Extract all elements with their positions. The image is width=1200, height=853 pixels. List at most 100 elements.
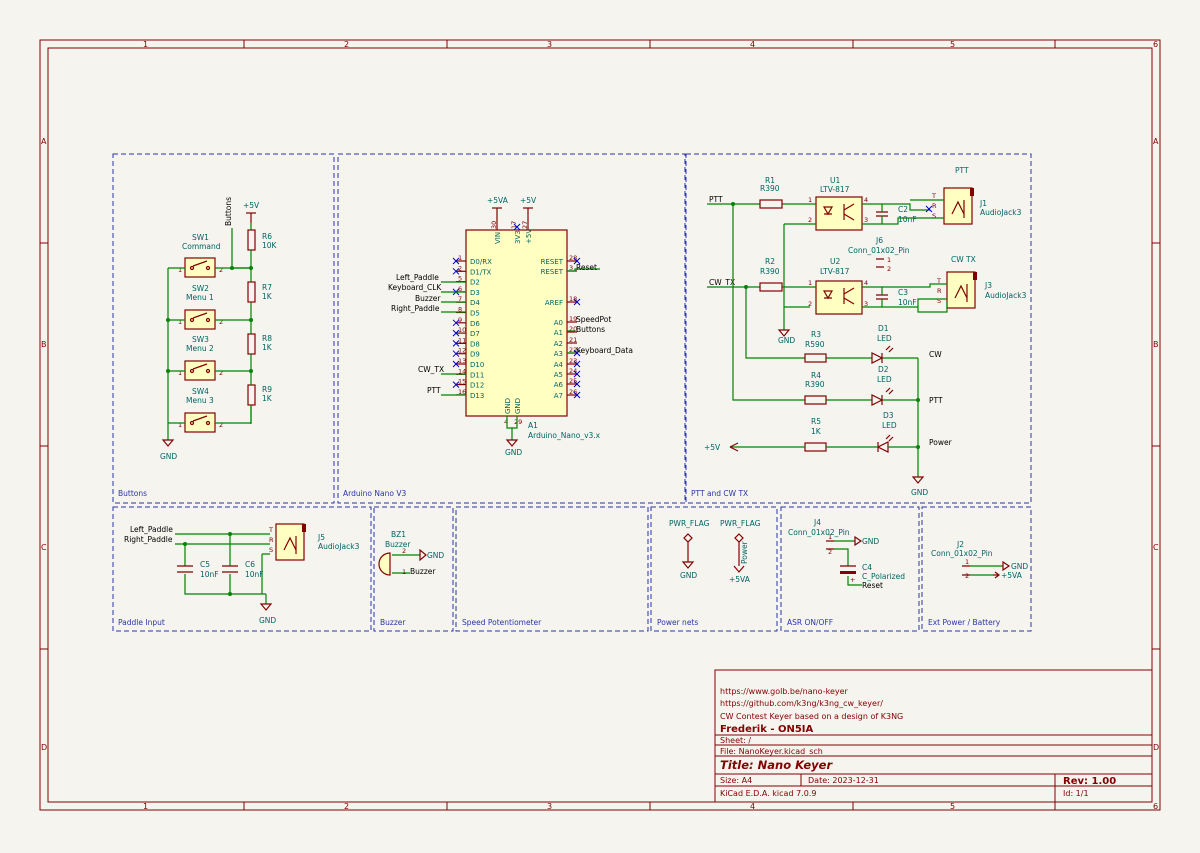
svg-text:Command: Command (182, 242, 221, 251)
arduino-pin-number: 4 (504, 418, 508, 426)
grid-row-d-right: D (1153, 743, 1159, 752)
arduino-pin-name: D3 (470, 289, 480, 297)
arduino-pin-name: A5 (554, 371, 563, 379)
svg-text:AudioJack3: AudioJack3 (318, 542, 360, 551)
arduino-pin-number: 16 (458, 388, 466, 396)
svg-text:R8: R8 (262, 334, 272, 343)
area-label-paddle: Paddle Input (118, 618, 165, 627)
svg-text:U1: U1 (830, 176, 840, 185)
arduino-pin-number: 29 (514, 418, 522, 426)
net-cw-tx: CW_TX (418, 365, 444, 374)
title-block: https://www.golb.be/nano-keyer https://g… (714, 669, 1153, 803)
svg-text:R: R (932, 202, 937, 210)
no-connect-mark (573, 298, 581, 306)
svg-text:2: 2 (219, 266, 223, 274)
area-boxes: Buttons Arduino Nano V3 PTT and CW TX Pa… (112, 153, 1032, 632)
svg-text:Menu 2: Menu 2 (186, 344, 214, 353)
svg-text:R4: R4 (811, 371, 821, 380)
resistor-r2 (759, 282, 783, 292)
svg-text:R390: R390 (760, 267, 780, 276)
arduino-pin-name: +5V (525, 229, 533, 244)
grid-col-4-bottom: 4 (750, 802, 755, 811)
svg-text:C5: C5 (200, 560, 210, 569)
svg-text:LED: LED (877, 375, 892, 384)
svg-text:1: 1 (178, 318, 182, 326)
svg-text:R2: R2 (765, 257, 775, 266)
area-buttons (112, 153, 335, 504)
jack-j3-title: CW TX (951, 255, 976, 264)
arduino-pin-name: D11 (470, 371, 484, 379)
power-5va-label: +5VA (729, 575, 751, 584)
svg-text:R5: R5 (811, 417, 821, 426)
grid-col-6-bottom: 6 (1153, 802, 1158, 811)
no-connect-mark (452, 257, 460, 265)
audio-jack-j3 (946, 271, 976, 309)
tb-id: Id: 1/1 (1063, 789, 1089, 798)
svg-text:J4: J4 (813, 518, 821, 527)
optocoupler-u2 (815, 280, 863, 315)
arduino-pin-number: 21 (569, 336, 577, 344)
arduino-pin-number: 30 (490, 221, 498, 229)
area-power (650, 506, 778, 632)
grid-row-c-right: C (1153, 543, 1159, 552)
svg-text:D3: D3 (883, 411, 894, 420)
paddle-section: Left_Paddle Right_Paddle C5 10nF C6 10nF… (124, 523, 360, 625)
area-ext (921, 506, 1032, 632)
arduino-ref: A1 (528, 421, 538, 430)
svg-text:C3: C3 (898, 288, 908, 297)
no-connect-mark (573, 391, 581, 399)
grid-col-3-bottom: 3 (547, 802, 552, 811)
svg-text:2: 2 (808, 300, 812, 308)
no-connect-mark (452, 329, 460, 337)
svg-text:J6: J6 (875, 236, 883, 245)
power-vlabel: Power (740, 540, 749, 564)
svg-text:T: T (268, 526, 273, 534)
arduino-pin-name: AREF (545, 299, 563, 307)
paddle-net-right: Right_Paddle (124, 535, 173, 544)
net-buzzer: Buzzer (415, 294, 441, 303)
tb-file: File: NanoKeyer.kicad_sch (720, 747, 823, 756)
area-label-power: Power nets (657, 618, 698, 627)
svg-text:3: 3 (864, 300, 868, 308)
net-keyboard-data: Keyboard_Data (576, 346, 633, 355)
tb-size: Size: A4 (720, 776, 752, 785)
svg-text:LED: LED (877, 334, 892, 343)
no-connect-mark (452, 360, 460, 368)
svg-text:Buzzer: Buzzer (385, 540, 411, 549)
svg-text:2: 2 (965, 572, 969, 580)
grid-col-2-top: 2 (344, 40, 349, 49)
arduino-pin-name: D10 (470, 361, 484, 369)
svg-text:C2: C2 (898, 205, 908, 214)
svg-text:Conn_01x02_Pin: Conn_01x02_Pin (848, 246, 910, 255)
svg-text:C4: C4 (862, 563, 872, 572)
grid-row-b-right: B (1153, 340, 1159, 349)
grid-row-c-left: C (41, 543, 47, 552)
svg-text:J5: J5 (317, 533, 325, 542)
asr-reset: Reset (862, 581, 883, 590)
arduino-pin-name: D7 (470, 330, 480, 338)
svg-text:R: R (269, 536, 274, 544)
grid-col-2-bottom: 2 (344, 802, 349, 811)
arduino-pin-name: A1 (554, 329, 563, 337)
arduino-pin-number: 14 (458, 367, 466, 375)
ext-gnd-label: GND (1011, 562, 1028, 571)
grid-col-1-top: 1 (143, 40, 148, 49)
arduino-pin-name: RESET (541, 258, 564, 266)
area-ptt (685, 153, 1032, 504)
tb-url-2: https://github.com/k3ng/k3ng_cw_keyer/ (720, 699, 883, 708)
svg-text:SW4: SW4 (192, 387, 209, 396)
arduino-pin-name: A4 (554, 361, 564, 369)
ptt-section: PTT R1 R390 U1 LTV-817 1 2 4 3 C2 10nF J… (704, 166, 1027, 497)
area-paddle (112, 506, 372, 632)
no-connect-mark (452, 267, 460, 275)
out-cw: CW (929, 350, 942, 359)
no-connect-mark (452, 350, 460, 358)
grid-col-5-top: 5 (950, 40, 955, 49)
resistor-r3 (804, 353, 827, 363)
svg-text:R3: R3 (811, 330, 821, 339)
svg-text:T: T (931, 192, 936, 200)
arduino-value: Arduino_Nano_v3.x (528, 431, 601, 440)
area-arduino (337, 153, 686, 504)
svg-text:J2: J2 (956, 540, 964, 549)
audio-jack-j5 (275, 523, 305, 561)
